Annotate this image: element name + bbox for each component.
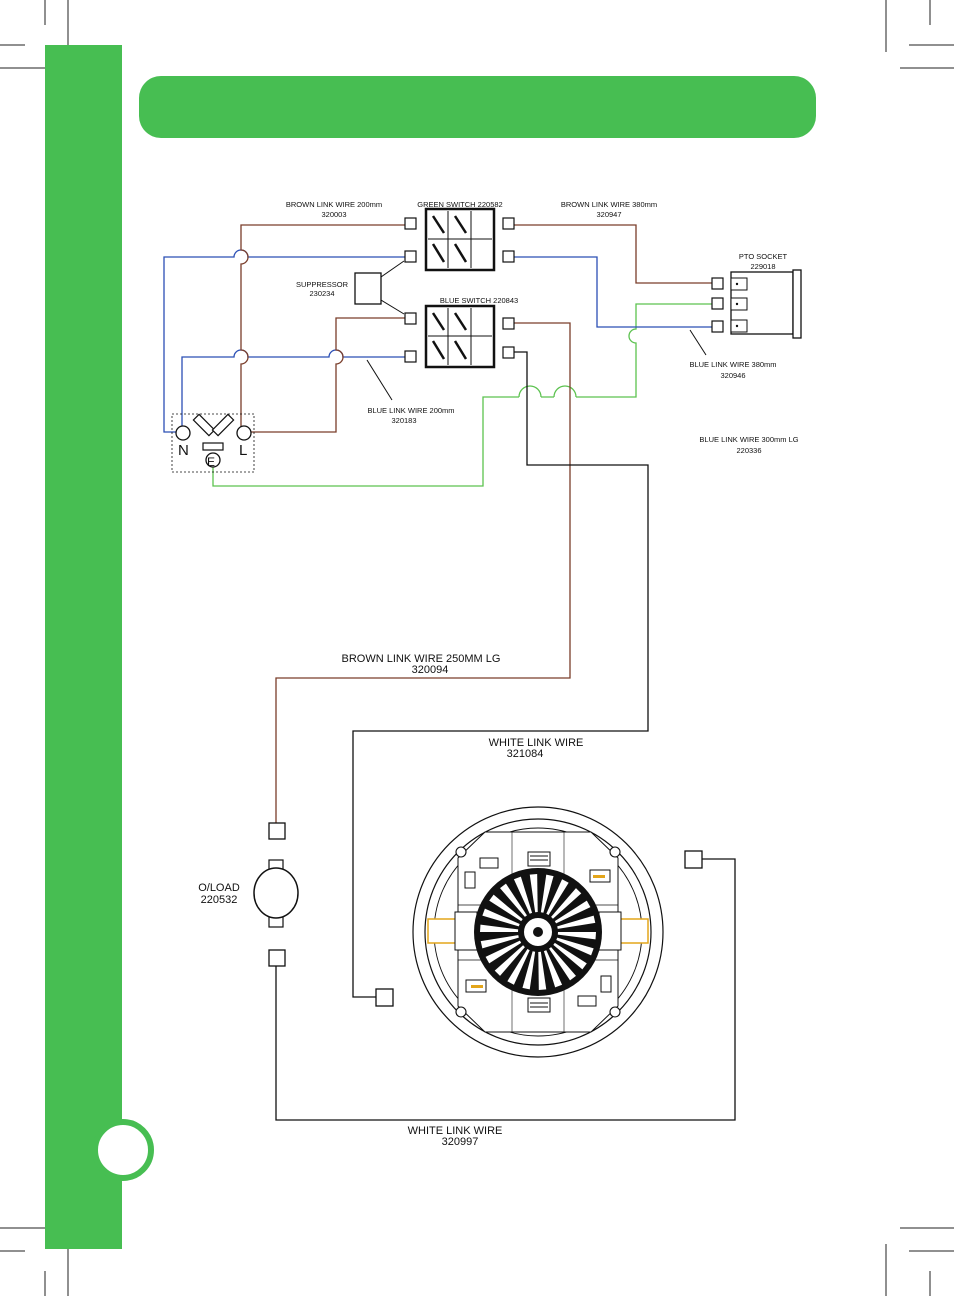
suppressor xyxy=(354,272,382,305)
label-brown-link-250-code: 320094 xyxy=(412,664,449,676)
leader-blue-380 xyxy=(689,329,707,356)
white-wire-320997 xyxy=(275,858,736,1121)
armature-slot xyxy=(482,908,520,927)
label-blue-link-200-code: 320183 xyxy=(391,416,416,425)
label-n: N xyxy=(178,442,189,459)
armature-slots xyxy=(480,874,596,990)
page-number-circle xyxy=(92,1119,154,1181)
label-pto-socket-code: 229018 xyxy=(750,262,775,271)
brush-left xyxy=(427,918,459,944)
armature-slot xyxy=(529,874,538,913)
earth-wire xyxy=(212,303,716,487)
label-white-link-2: WHITE LINK WIRE xyxy=(408,1125,503,1137)
armature-slot xyxy=(557,932,596,940)
blue-wire-200 xyxy=(181,349,405,428)
armature-slot xyxy=(494,945,525,976)
armature-slot xyxy=(554,900,591,924)
label-suppressor: SUPPRESSOR xyxy=(296,280,349,289)
label-blue-link-200: BLUE LINK WIRE 200mm xyxy=(367,406,454,415)
label-blue-switch: BLUE SWITCH 220843 xyxy=(440,296,518,305)
armature-slot xyxy=(480,935,519,949)
label-oload: O/LOAD xyxy=(198,882,240,894)
motor-terminal-right xyxy=(684,850,703,869)
armature-slot xyxy=(546,879,569,916)
label-e: E xyxy=(207,455,215,469)
label-brown-link-380: BROWN LINK WIRE 380mm xyxy=(561,200,657,209)
armature-slot xyxy=(556,937,594,956)
brown-wire-380 xyxy=(514,224,716,284)
side-bar xyxy=(45,45,122,1249)
brown-wire-live xyxy=(246,317,405,433)
label-brown-link-250: BROWN LINK WIRE 250MM LG xyxy=(342,653,501,665)
label-brown-link-380-code: 320947 xyxy=(596,210,621,219)
armature-slot xyxy=(553,942,587,970)
label-brown-link-200-code: 320003 xyxy=(321,210,346,219)
blue-switch xyxy=(404,304,515,369)
armature-slot xyxy=(538,951,547,990)
label-oload-code: 220532 xyxy=(201,894,238,906)
label-white-link-2-code: 320997 xyxy=(442,1136,479,1148)
label-brown-link-200: BROWN LINK WIRE 200mm xyxy=(286,200,382,209)
armature-slot xyxy=(507,948,530,985)
label-white-link-1-code: 321084 xyxy=(507,748,544,760)
label-blue-link-300-code: 220336 xyxy=(736,446,761,455)
terminal-l xyxy=(236,425,252,441)
motor xyxy=(412,806,664,1058)
label-white-link-1: WHITE LINK WIRE xyxy=(489,737,584,749)
blue-wire-380 xyxy=(514,256,716,328)
overload xyxy=(253,822,299,967)
label-suppressor-code: 230234 xyxy=(309,289,334,298)
armature-slot xyxy=(480,924,519,932)
leader-blue-200 xyxy=(366,359,393,401)
label-blue-link-380-code: 320946 xyxy=(720,371,745,380)
label-blue-link-380: BLUE LINK WIRE 380mm xyxy=(689,360,776,369)
brown-wire-200 xyxy=(240,224,405,427)
armature-slot xyxy=(485,940,522,964)
armature-slot xyxy=(543,950,563,988)
pto-socket xyxy=(711,269,802,339)
motor-terminal-left xyxy=(375,988,394,1007)
brown-wire-250 xyxy=(275,322,571,823)
armature-slot xyxy=(549,947,576,981)
white-wire-321084 xyxy=(352,351,649,998)
label-green-switch: GREEN SWITCH 220582 xyxy=(417,200,502,209)
suppressor-leads xyxy=(380,260,405,315)
header-bar xyxy=(139,76,816,138)
label-blue-link-300: BLUE LINK WIRE 300mm LG xyxy=(699,435,798,444)
terminal-n xyxy=(175,425,191,441)
label-pto-socket: PTO SOCKET xyxy=(739,252,788,261)
earth-wire-hop xyxy=(518,385,577,398)
armature-slot xyxy=(489,894,523,922)
label-l: L xyxy=(239,442,247,459)
terminal-e xyxy=(205,452,221,468)
armature-slot xyxy=(500,883,527,917)
armature-slot xyxy=(540,874,554,913)
armature-slot xyxy=(513,876,533,914)
armature-slot xyxy=(522,951,536,990)
mains-terminal-block: N L E xyxy=(171,413,255,473)
armature-slot xyxy=(551,888,582,919)
brush-right xyxy=(617,918,649,944)
green-switch xyxy=(404,207,515,272)
armature-slot xyxy=(557,915,596,929)
